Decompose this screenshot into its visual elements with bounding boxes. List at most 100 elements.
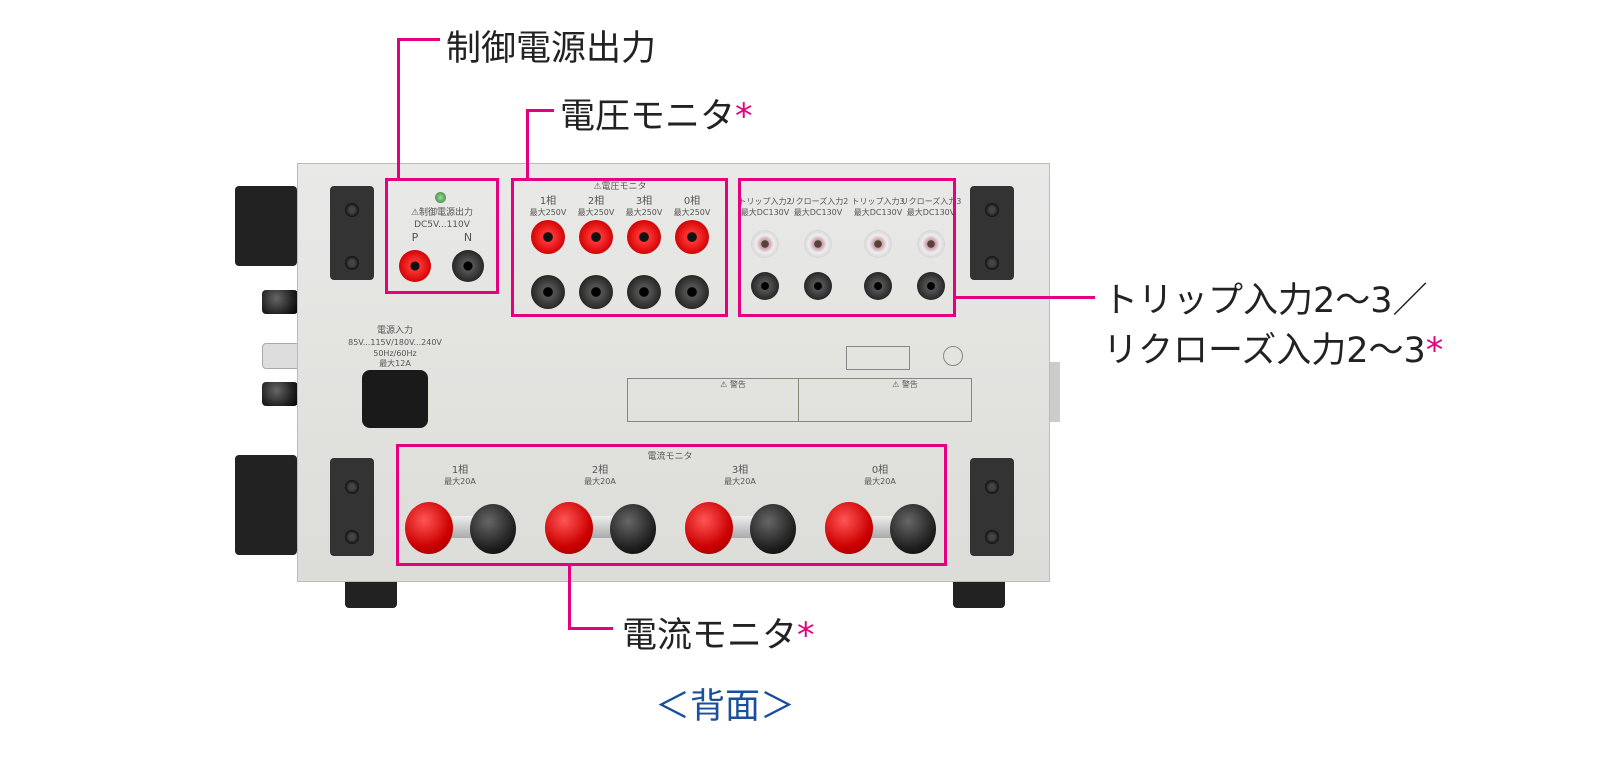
- voltage-title: ⚠電圧モニタ: [593, 182, 647, 192]
- screw-icon: [985, 203, 999, 217]
- control-range: DC5V...110V: [414, 220, 470, 230]
- ac-inlet[interactable]: [362, 370, 428, 428]
- power-spec: 最大12A: [379, 359, 411, 368]
- voltage-phase-max: 最大250V: [625, 208, 663, 217]
- leader-line: [397, 38, 440, 41]
- power-led: [435, 192, 446, 203]
- callout-control-power-output: 制御電源出力: [446, 29, 657, 69]
- screw-icon: [345, 480, 359, 494]
- voltage-terminal-red[interactable]: [531, 220, 565, 254]
- trip-max: 最大DC130V: [740, 208, 790, 217]
- current-terminal-red[interactable]: [685, 502, 733, 554]
- screw-icon: [345, 203, 359, 217]
- leader-line: [526, 109, 529, 180]
- left-block-bottom: [235, 455, 297, 555]
- trip-terminal-black[interactable]: [751, 272, 779, 300]
- p-label: P: [411, 231, 419, 244]
- screw-icon: [985, 530, 999, 544]
- power-title: 電源入力: [376, 326, 413, 336]
- leader-line: [397, 38, 400, 180]
- current-phase-label: 0相: [871, 465, 889, 476]
- highlight-current-monitor: [396, 444, 947, 566]
- screw-icon: [345, 256, 359, 270]
- voltage-terminal-black[interactable]: [675, 275, 709, 309]
- trip-max: 最大DC130V: [793, 208, 843, 217]
- trip-label: トリップ入力2: [738, 197, 792, 206]
- trip-terminal-black[interactable]: [804, 272, 832, 300]
- voltage-terminal-red[interactable]: [579, 220, 613, 254]
- trip-terminal-black[interactable]: [864, 272, 892, 300]
- warning-title: ⚠ 警告: [892, 380, 918, 389]
- screw-icon: [985, 480, 999, 494]
- voltage-phase-label: 3相: [635, 196, 653, 207]
- current-terminal-black[interactable]: [470, 504, 516, 554]
- current-phase-label: 3相: [731, 465, 749, 476]
- current-phase-max: 最大20A: [584, 477, 616, 486]
- leader-line: [568, 565, 571, 629]
- trip-terminal-white[interactable]: [864, 230, 892, 258]
- left-knob: [262, 382, 298, 406]
- current-terminal-black[interactable]: [890, 504, 936, 554]
- asterisk: *: [797, 616, 815, 656]
- voltage-terminal-black[interactable]: [531, 275, 565, 309]
- view-caption: ＜背面＞: [655, 687, 796, 727]
- voltage-terminal-red[interactable]: [675, 220, 709, 254]
- current-phase-max: 最大20A: [724, 477, 756, 486]
- current-phase-max: 最大20A: [864, 477, 896, 486]
- current-terminal-red[interactable]: [545, 502, 593, 554]
- callout-current-monitor: 電流モニタ*: [622, 607, 815, 658]
- round-hole: [943, 346, 963, 366]
- highlight-voltage-monitor: [511, 178, 728, 317]
- leader-line: [568, 627, 613, 630]
- trip-label: トリップ入力3: [851, 197, 905, 206]
- control-title: ⚠制御電源出力: [410, 208, 474, 218]
- terminal-p[interactable]: [399, 250, 431, 282]
- trip-max: 最大DC130V: [906, 208, 956, 217]
- left-knob-white: [262, 343, 300, 369]
- power-spec: 85V...115V/180V...240V: [348, 338, 442, 347]
- screw-icon: [345, 530, 359, 544]
- warning-label: ⚠ 警告: [627, 378, 799, 422]
- voltage-terminal-red[interactable]: [627, 220, 661, 254]
- trip-max: 最大DC130V: [853, 208, 903, 217]
- voltage-terminal-black[interactable]: [579, 275, 613, 309]
- current-terminal-black[interactable]: [610, 504, 656, 554]
- n-label: N: [463, 231, 473, 244]
- label-plate: [846, 346, 910, 370]
- screw-icon: [985, 256, 999, 270]
- power-spec: 50Hz/60Hz: [373, 349, 417, 358]
- voltage-phase-max: 最大250V: [577, 208, 615, 217]
- leader-line: [526, 109, 554, 112]
- voltage-phase-max: 最大250V: [673, 208, 711, 217]
- trip-terminal-white[interactable]: [804, 230, 832, 258]
- callout-text: 電流モニタ: [622, 616, 798, 656]
- current-phase-max: 最大20A: [444, 477, 476, 486]
- warning-title: ⚠ 警告: [720, 380, 746, 389]
- asterisk: *: [1425, 331, 1444, 371]
- asterisk: *: [735, 97, 753, 137]
- left-knob: [262, 290, 298, 314]
- current-phase-label: 2相: [591, 465, 609, 476]
- voltage-phase-label: 2相: [587, 196, 605, 207]
- current-terminal-red[interactable]: [825, 502, 873, 554]
- callout-reclose-input: リクローズ入力2～3*: [1103, 322, 1443, 373]
- trip-label: リクローズ入力3: [900, 197, 962, 206]
- trip-terminal-white[interactable]: [751, 230, 779, 258]
- current-terminal-red[interactable]: [405, 502, 453, 554]
- callout-trip-input: トリップ入力2～3／: [1103, 281, 1428, 321]
- terminal-n[interactable]: [452, 250, 484, 282]
- callout-text: 電圧モニタ: [560, 97, 736, 137]
- voltage-terminal-black[interactable]: [627, 275, 661, 309]
- voltage-phase-max: 最大250V: [529, 208, 567, 217]
- current-terminal-black[interactable]: [750, 504, 796, 554]
- voltage-phase-label: 1相: [539, 196, 557, 207]
- callout-text: リクローズ入力2～3: [1103, 331, 1426, 371]
- current-phase-label: 1相: [451, 465, 469, 476]
- callout-voltage-monitor: 電圧モニタ*: [560, 88, 753, 139]
- highlight-trip-inputs: [738, 178, 956, 317]
- trip-terminal-white[interactable]: [917, 230, 945, 258]
- warning-label: ⚠ 警告: [798, 378, 972, 422]
- trip-terminal-black[interactable]: [917, 272, 945, 300]
- trip-label: リクローズ入力2: [787, 197, 849, 206]
- highlight-control-power: [385, 178, 499, 294]
